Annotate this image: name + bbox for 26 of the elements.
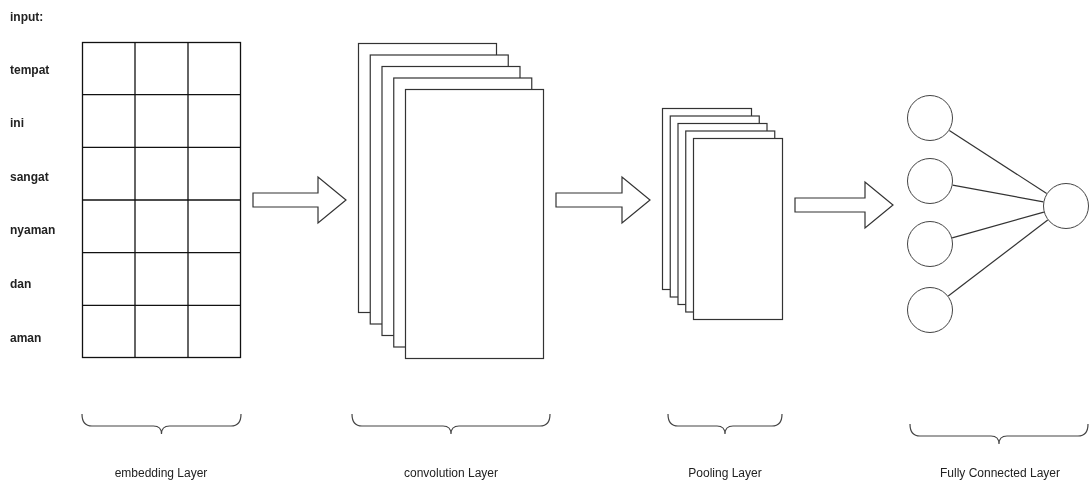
connection-line	[947, 219, 1049, 297]
layer-caption: embedding Layer	[114, 466, 208, 480]
input-label: input:	[10, 10, 44, 24]
word-label: ini	[10, 116, 24, 130]
neuron-circle	[907, 287, 953, 333]
word-label: nyaman	[10, 223, 56, 237]
word-label: tempat	[10, 63, 50, 77]
block-arrow	[252, 175, 347, 225]
connection-line	[948, 129, 1048, 195]
neuron-circle	[907, 221, 953, 267]
connection-line	[952, 184, 1044, 203]
word-label: dan	[10, 277, 32, 291]
neuron-circle	[907, 158, 953, 204]
pooled-map-stack	[662, 108, 783, 320]
block-arrow	[555, 175, 651, 225]
block-arrow	[794, 180, 894, 230]
embedding-matrix-grid	[82, 42, 241, 358]
connection-line	[951, 211, 1045, 239]
word-label: aman	[10, 331, 42, 345]
word-label: sangat	[10, 170, 49, 184]
output-neuron-circle	[1043, 183, 1089, 229]
neuron-circle	[907, 95, 953, 141]
feature-map-stack	[358, 43, 544, 359]
layer-caption: Fully Connected Layer	[939, 466, 1061, 480]
layer-caption: convolution Layer	[403, 466, 499, 480]
layer-caption: Pooling Layer	[688, 466, 762, 480]
